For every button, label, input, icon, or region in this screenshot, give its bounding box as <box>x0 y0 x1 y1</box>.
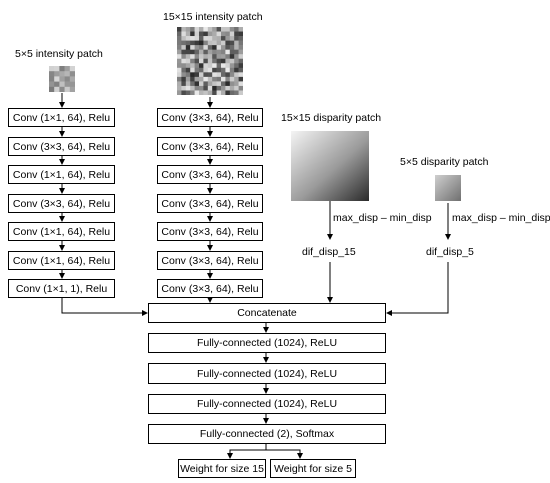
disparity-5-label: 5×5 disparity patch <box>400 156 489 168</box>
fc1-box: Fully-connected (1024), ReLU <box>148 333 386 353</box>
left-conv-4: Conv (3×3, 64), Relu <box>8 194 115 213</box>
intensity-15-label: 15×15 intensity patch <box>163 11 263 23</box>
concatenate-box: Concatenate <box>148 303 386 323</box>
intensity-5-patch-image <box>49 66 75 92</box>
mid-conv-7: Conv (3×3, 64), Relu <box>157 279 263 298</box>
disp5-op-label: max_disp – min_disp <box>452 212 550 224</box>
left-conv-2: Conv (3×3, 64), Relu <box>8 137 115 156</box>
dif-disp-15-label: dif_disp_15 <box>302 246 356 258</box>
fc2-box: Fully-connected (1024), ReLU <box>148 363 386 384</box>
disparity-5-patch-image <box>435 175 461 201</box>
left-conv-5: Conv (1×1, 64), Relu <box>8 222 115 241</box>
disparity-15-patch-image <box>291 131 369 201</box>
mid-conv-6: Conv (3×3, 64), Relu <box>157 251 263 270</box>
disp15-op-label: max_disp – min_disp <box>333 212 432 224</box>
left-conv-7: Conv (1×1, 1), Relu <box>8 279 115 298</box>
disparity-15-label: 15×15 disparity patch <box>281 112 382 124</box>
intensity-5-label: 5×5 intensity patch <box>15 48 103 60</box>
mid-conv-5: Conv (3×3, 64), Relu <box>157 222 263 241</box>
intensity-15-patch-image <box>177 27 243 95</box>
mid-conv-3: Conv (3×3, 64), Relu <box>157 165 263 184</box>
mid-conv-1: Conv (3×3, 64), Relu <box>157 108 263 127</box>
weight-size-5-box: Weight for size 5 <box>270 459 356 478</box>
fc3-box: Fully-connected (1024), ReLU <box>148 394 386 414</box>
dif-disp-5-label: dif_disp_5 <box>426 246 474 258</box>
left-conv-1: Conv (1×1, 64), Relu <box>8 108 115 127</box>
weight-size-15-box: Weight for size 15 <box>178 459 266 478</box>
left-conv-6: Conv (1×1, 64), Relu <box>8 251 115 270</box>
left-conv-3: Conv (1×1, 64), Relu <box>8 165 115 184</box>
mid-conv-2: Conv (3×3, 64), Relu <box>157 137 263 156</box>
mid-conv-4: Conv (3×3, 64), Relu <box>157 194 263 213</box>
fc4-softmax-box: Fully-connected (2), Softmax <box>148 424 386 444</box>
